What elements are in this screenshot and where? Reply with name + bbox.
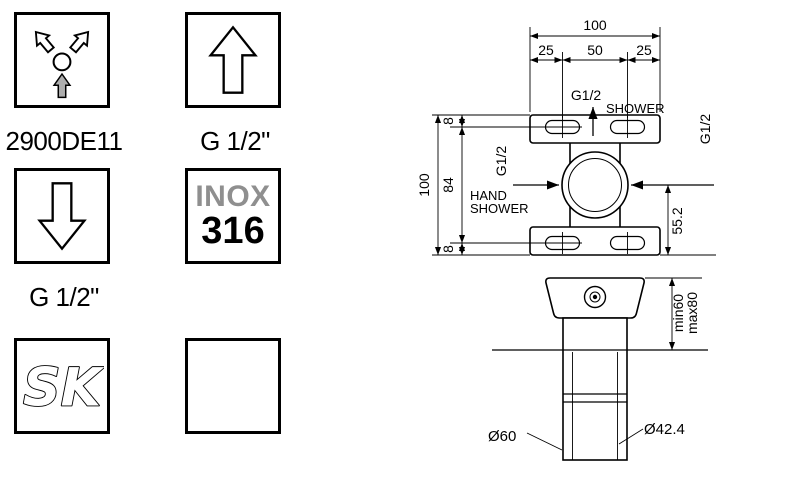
shower-label: SHOWER	[606, 101, 665, 116]
sk-logo: SK	[22, 357, 104, 420]
outer-diameter-label: Ø60	[488, 428, 516, 445]
steel-grade-label: 316	[201, 210, 265, 252]
dim-total-width: 100	[583, 17, 607, 33]
diverter-icon	[34, 30, 90, 99]
down-arrow-box	[14, 168, 110, 264]
side-view-group: min60 max80 Ø60 Ø42.4	[488, 277, 708, 461]
inox-316-box: INOX 316	[185, 168, 281, 264]
dim-width-left: 25	[538, 42, 554, 58]
depth-min-label: min60	[670, 294, 686, 332]
depth-max-label: max80	[684, 292, 700, 334]
top-port-label: G1/2	[571, 87, 602, 103]
inox-label: INOX	[195, 180, 271, 213]
inner-diameter-label: Ø42.4	[644, 421, 685, 438]
arrow-up-icon	[208, 25, 258, 94]
dim-height-top: 8	[440, 117, 456, 125]
product-code-label: 2900DE11	[5, 126, 123, 156]
dim-width-center: 50	[587, 42, 603, 58]
cartridge-cylinder	[562, 317, 628, 461]
sk-box: SK	[14, 338, 110, 434]
dim-width-right: 25	[636, 42, 652, 58]
dim-total-height: 100	[416, 173, 432, 197]
dim-height-bottom: 8	[440, 245, 456, 253]
sk-text: SK	[23, 358, 104, 419]
left-port-label: G1/2	[493, 146, 509, 177]
dim-center-to-bottom: 55.2	[669, 207, 685, 234]
up-port-size-label: G 1/2"	[200, 126, 270, 156]
hand-shower-label-line2: SHOWER	[470, 201, 529, 216]
technical-drawing: 100 25 50 25 G1/2 SHOWER 100 8 84 8 G1/2…	[416, 17, 716, 461]
dim-height-middle: 84	[440, 177, 456, 193]
arrow-down-icon	[37, 182, 87, 251]
valve-body-circle	[561, 151, 629, 219]
right-port-label: G1/2	[697, 114, 713, 145]
diverter-knob	[583, 285, 607, 309]
up-arrow-box	[185, 12, 281, 108]
arrow-inlet-icon	[52, 72, 72, 99]
hand-shower-label-line1: HAND	[470, 188, 507, 203]
diverter-symbol-box	[14, 12, 110, 108]
down-port-size-label: G 1/2"	[29, 282, 99, 312]
arrow-up-left-icon	[34, 30, 56, 54]
empty-box	[185, 338, 281, 434]
front-view-group: 100 25 50 25 G1/2 SHOWER 100 8 84 8 G1/2…	[416, 17, 716, 256]
arrow-up-right-icon	[68, 30, 90, 54]
